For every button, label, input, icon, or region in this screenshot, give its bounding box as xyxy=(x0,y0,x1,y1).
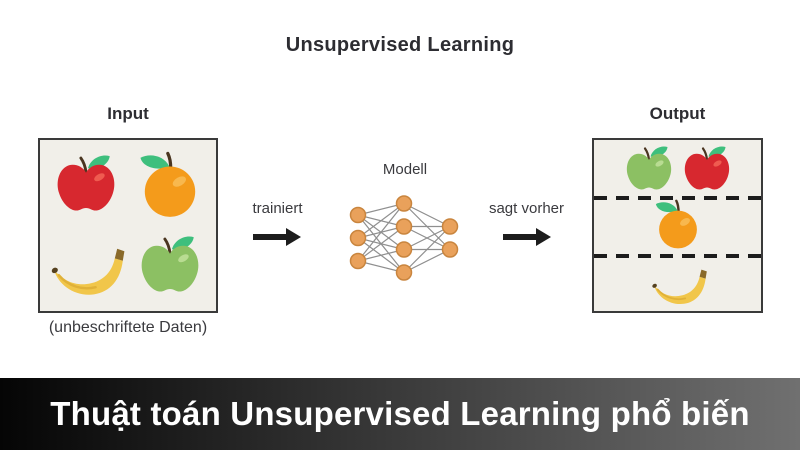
output-cluster xyxy=(594,140,761,196)
predict-label: sagt vorher xyxy=(488,200,565,217)
input-section-label: Input xyxy=(107,104,149,123)
output-box xyxy=(592,138,763,313)
orange-icon xyxy=(134,147,206,219)
page-title: Unsupervised Learning xyxy=(285,34,515,56)
footer-title: Thuật toán Unsupervised Learning phổ biế… xyxy=(50,395,750,432)
orange-icon xyxy=(651,196,705,250)
red-apple-icon xyxy=(54,151,118,215)
train-label: trainiert xyxy=(252,200,303,217)
output-cluster xyxy=(594,251,761,311)
footer-banner: Thuật toán Unsupervised Learning phổ biế… xyxy=(0,378,800,450)
neural-network-icon xyxy=(349,195,459,281)
input-fruits-grid xyxy=(40,140,216,311)
green-apple-icon xyxy=(138,232,202,296)
dashed-divider xyxy=(594,254,761,258)
output-section-label: Output xyxy=(649,104,706,123)
input-caption: (unbeschriftete Daten) xyxy=(48,319,208,336)
input-box xyxy=(38,138,218,313)
output-cluster xyxy=(594,196,761,252)
red-apple-icon xyxy=(682,143,732,193)
output-cluster-rows xyxy=(594,140,761,311)
banana-icon xyxy=(648,251,708,311)
predict-arrow-icon xyxy=(503,228,551,246)
model-label: Modell xyxy=(382,161,428,178)
dashed-divider xyxy=(594,196,761,200)
train-arrow-icon xyxy=(253,228,301,246)
banana-icon xyxy=(46,224,126,304)
green-apple-icon xyxy=(624,143,674,193)
